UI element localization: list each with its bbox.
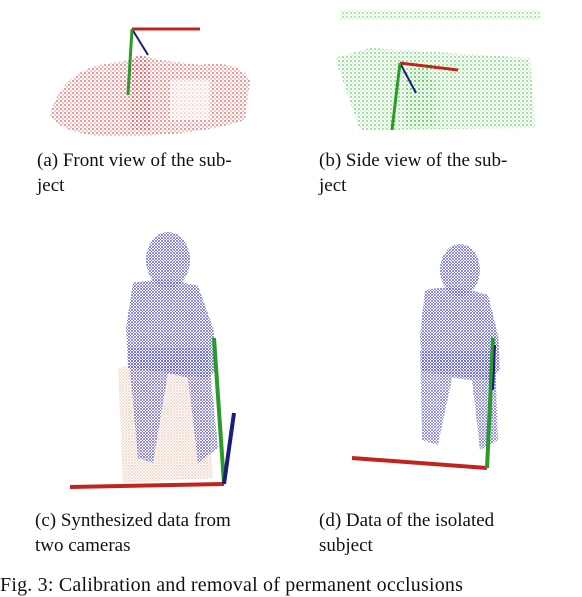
side-point-cloud-top [340, 10, 540, 20]
y-axis-line [212, 337, 226, 485]
z-axis-line [399, 62, 417, 94]
caption-line: (a) Front view of the sub- [37, 150, 232, 171]
panel-d-image [350, 240, 510, 472]
caption-line: (c) Synthesized data from [35, 510, 231, 531]
legs-point-cloud [420, 350, 498, 450]
legs-point-cloud [128, 348, 218, 463]
caption-line: ject [319, 175, 347, 196]
caption-line: two cameras [35, 535, 131, 556]
panel-a-caption: (a) Front view of the sub- ject [37, 148, 267, 198]
panel-b-caption: (b) Side view of the sub- ject [319, 148, 549, 198]
panel-d-caption: (d) Data of the isolated subject [319, 508, 549, 558]
y-axis-line [126, 28, 134, 96]
panel-a-image [40, 20, 270, 140]
panel-c-image [68, 228, 248, 493]
caption-line: (d) Data of the isolated [319, 510, 495, 531]
figure-caption: Fig. 3: Calibration and removal of perma… [0, 574, 464, 596]
panel-c-caption: (c) Synthesized data from two cameras [35, 508, 269, 558]
z-axis-line [131, 28, 149, 56]
x-axis-line [69, 482, 225, 489]
z-axis-line [492, 344, 496, 391]
y-axis-line [390, 62, 402, 131]
head-point-cloud [146, 232, 190, 288]
y-axis-line [485, 337, 495, 469]
x-axis-line [351, 456, 488, 470]
caption-line: (b) Side view of the sub- [319, 150, 508, 171]
panel-b-image [330, 8, 560, 138]
z-axis-line [222, 412, 236, 485]
head-point-cloud [440, 244, 480, 296]
caption-line: ject [37, 175, 65, 196]
caption-line: subject [319, 535, 373, 556]
x-axis-line [399, 61, 459, 72]
